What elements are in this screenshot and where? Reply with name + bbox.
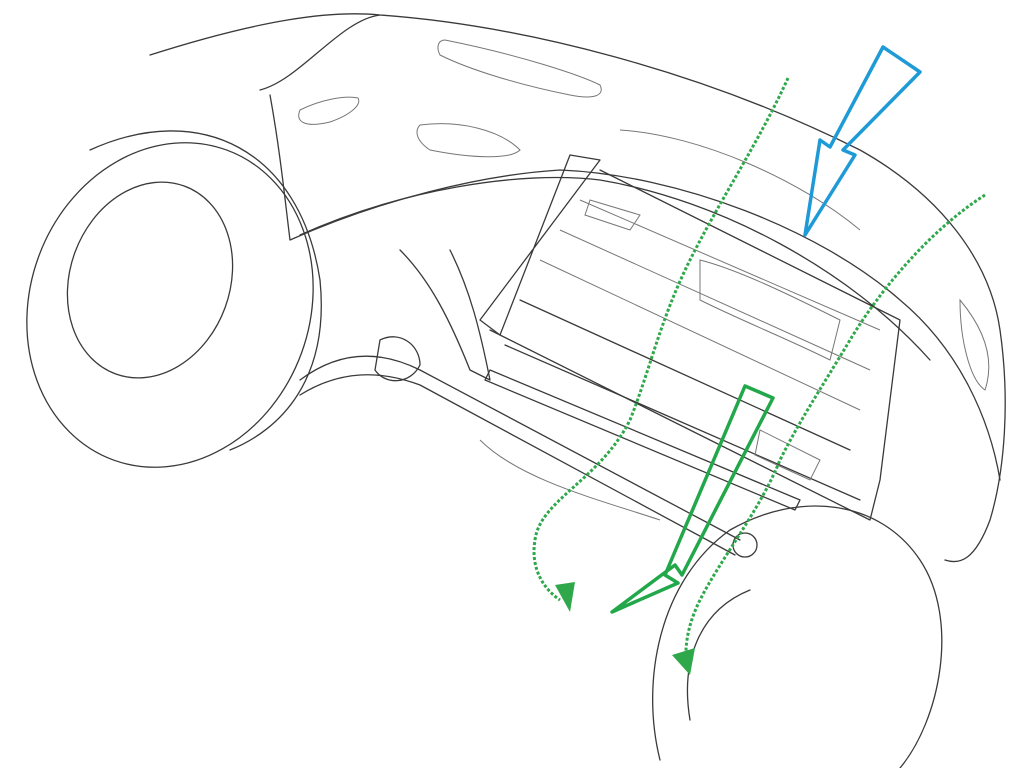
front-right-wheel — [652, 505, 943, 768]
suspension-and-tie-rod — [299, 249, 758, 558]
airflow-arrow-green — [610, 384, 775, 614]
airflow-path-green-right — [672, 193, 986, 675]
airflow-arrow-blue — [803, 45, 922, 237]
front-left-wheel — [26, 130, 322, 468]
radiator-condenser-assembly — [479, 154, 901, 521]
airflow-path-green-left — [532, 77, 790, 612]
car-body-outline — [149, 13, 1006, 563]
